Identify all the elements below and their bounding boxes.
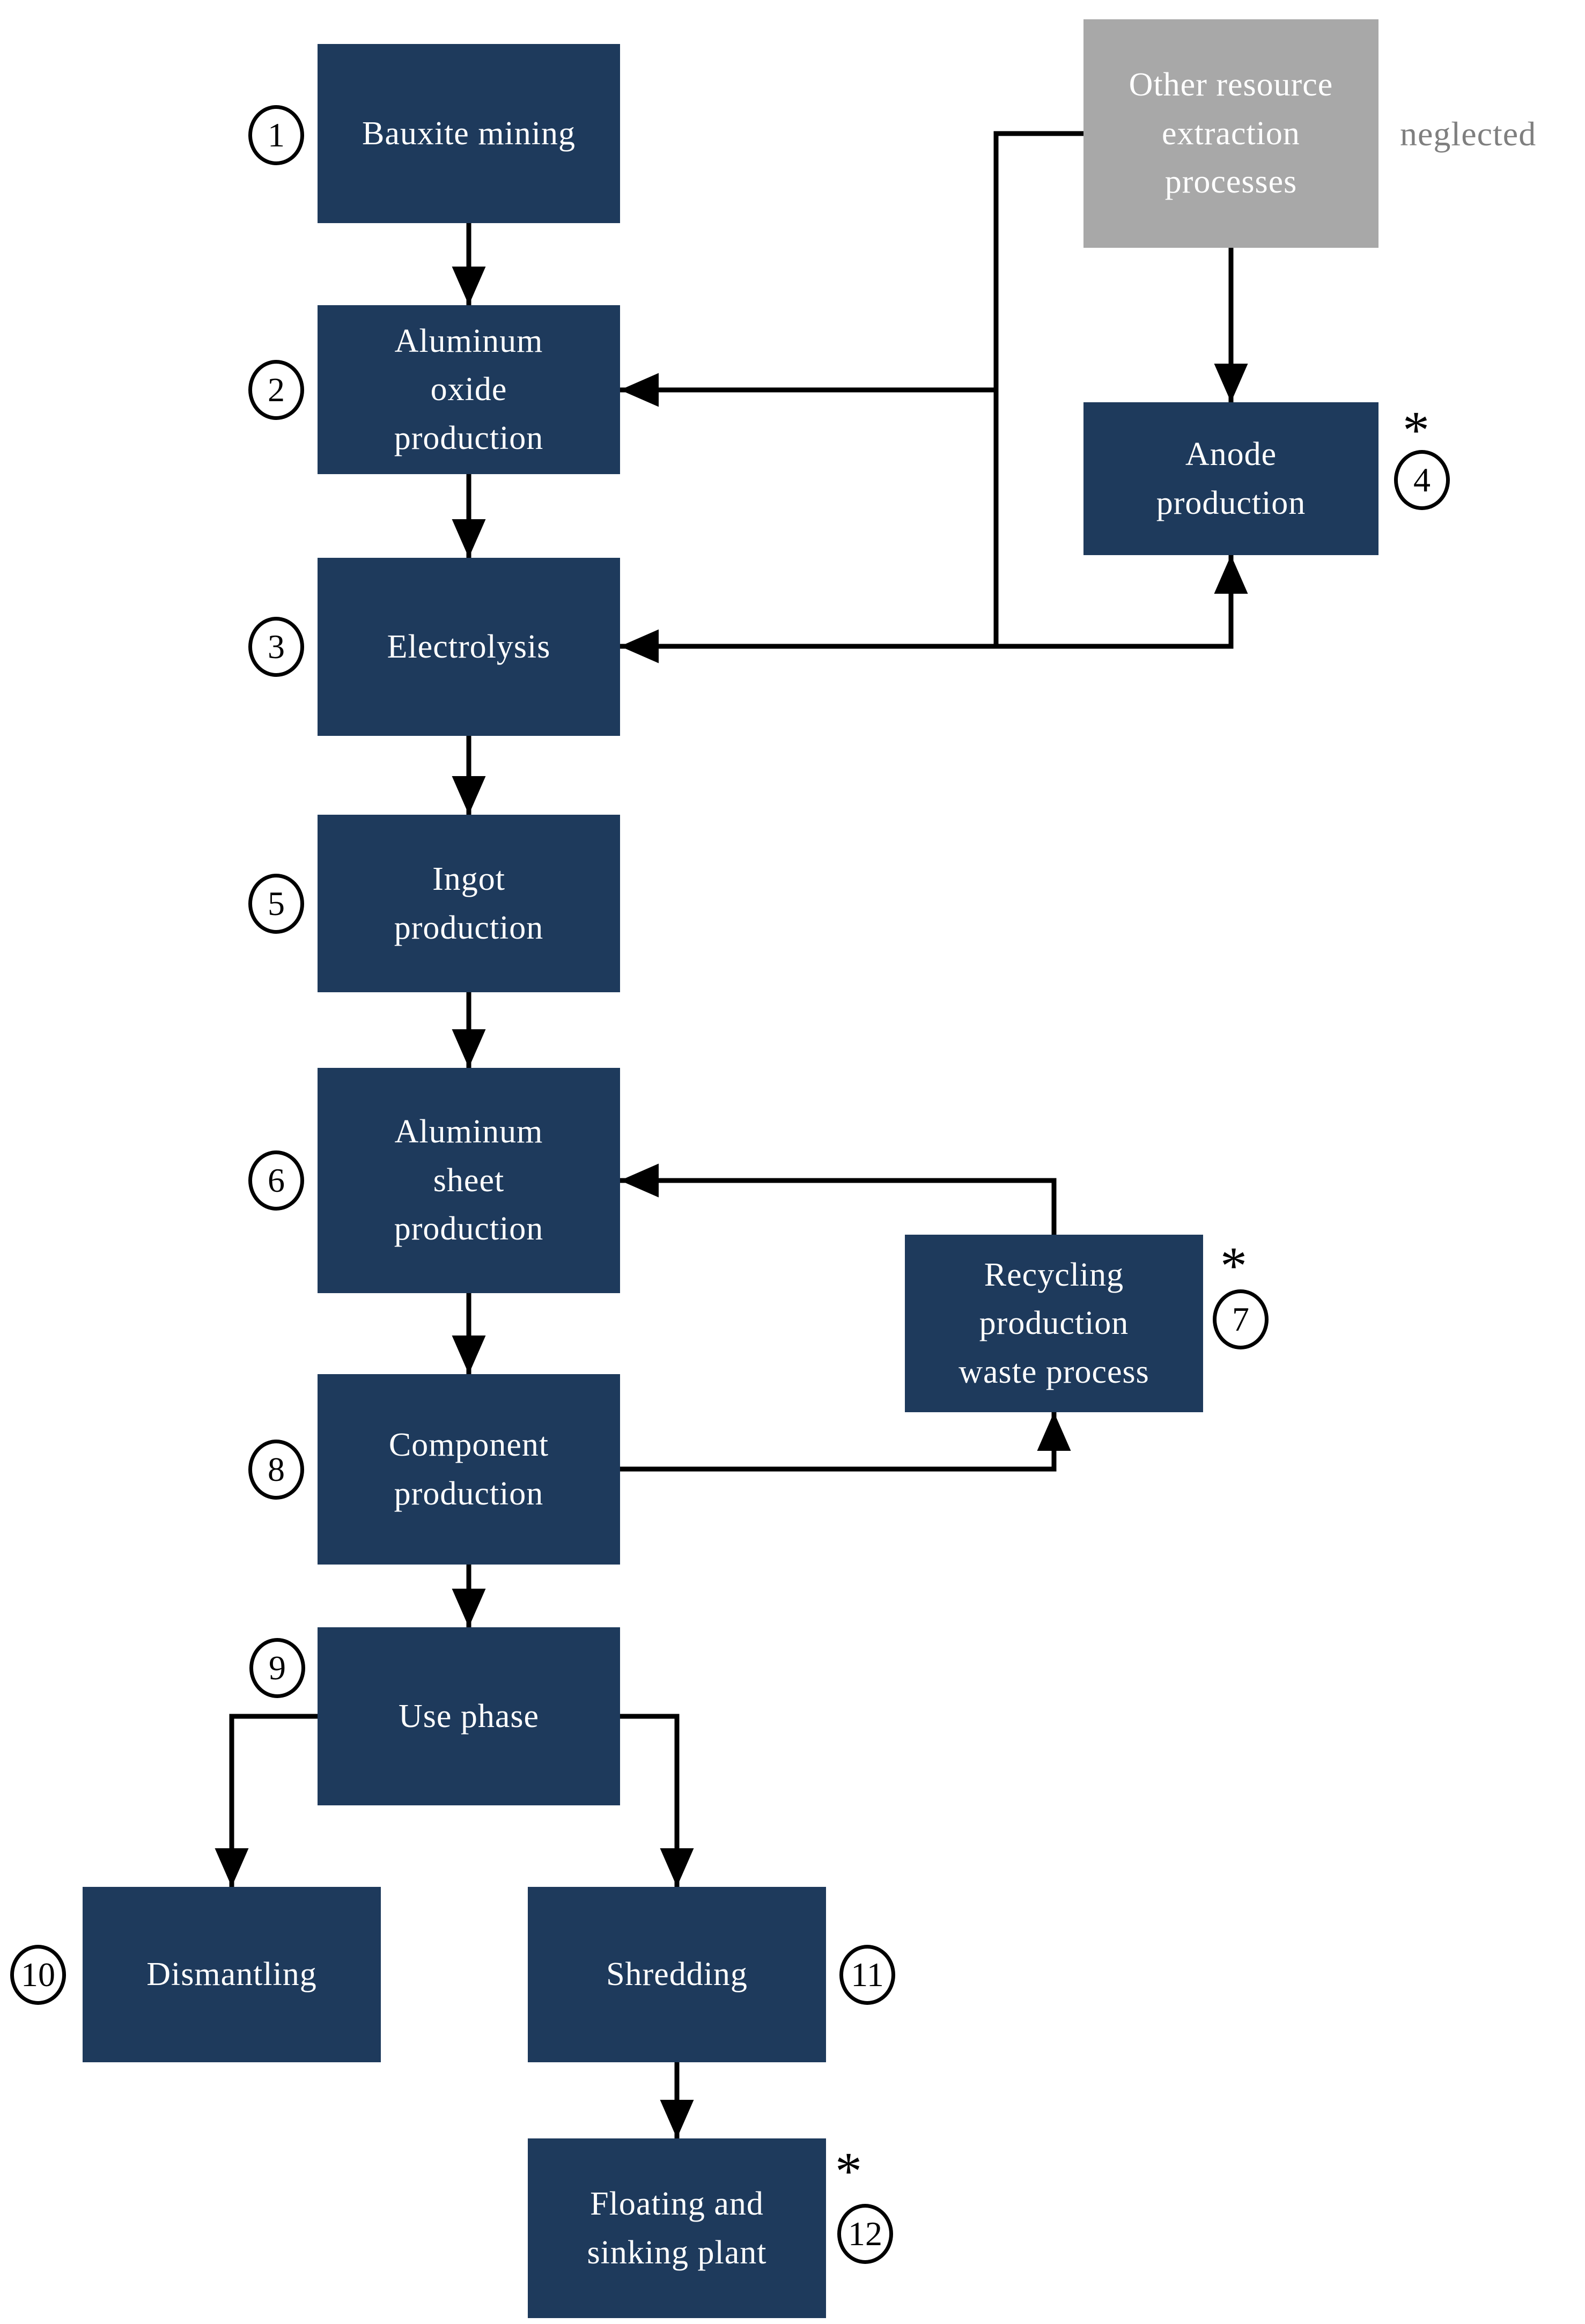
- step-circle-12: 12: [837, 2204, 893, 2264]
- step-number-5: 5: [268, 884, 285, 923]
- node-component-production: Component production: [318, 1374, 620, 1565]
- arrow-trunk-to-anode-bottom: [993, 552, 1248, 649]
- step-circle-8: 8: [248, 1440, 304, 1500]
- node-use-phase: Use phase: [318, 1627, 620, 1805]
- step-number-9: 9: [269, 1649, 286, 1687]
- step-number-7: 7: [1232, 1300, 1249, 1338]
- neglected-note: neglected: [1400, 115, 1537, 153]
- arrow-recycling-to-sheet: [617, 1163, 1057, 1237]
- node-aluminum-sheet-production: Aluminum sheet production: [318, 1068, 620, 1293]
- step-number-4: 4: [1413, 461, 1431, 499]
- step-circle-6: 6: [248, 1150, 304, 1211]
- node-label-recycling-production-waste-process: Recycling production waste process: [959, 1256, 1149, 1390]
- node-aluminum-oxide-production: Aluminum oxide production: [318, 305, 620, 474]
- step-circle-1: 1: [248, 105, 304, 165]
- node-recycling-production-waste-process: Recycling production waste process: [905, 1235, 1203, 1412]
- step-number-1: 1: [268, 116, 285, 154]
- node-floating-and-sinking-plant: Floating and sinking plant: [528, 2138, 826, 2318]
- node-label-dismantling: Dismantling: [146, 1956, 317, 1993]
- node-ingot-production: Ingot production: [318, 815, 620, 992]
- step-number-8: 8: [268, 1450, 285, 1488]
- node-label-shredding: Shredding: [606, 1956, 748, 1993]
- node-label-ingot-production: Ingot production: [394, 860, 544, 946]
- step-number-11: 11: [851, 1956, 884, 1994]
- arrow-use-to-shredding: [617, 1714, 694, 1890]
- step-circle-2: 2: [248, 360, 304, 420]
- asterisk-anode: *: [1403, 400, 1429, 460]
- step-circle-5: 5: [248, 874, 304, 934]
- step-circle-7: 7: [1213, 1289, 1269, 1349]
- step-number-2: 2: [268, 371, 285, 409]
- node-label-aluminum-sheet-production: Aluminum sheet production: [394, 1113, 544, 1248]
- arrow-component-to-recycling: [617, 1410, 1071, 1472]
- step-circle-10: 10: [10, 1945, 66, 2005]
- node-electrolysis: Electrolysis: [318, 558, 620, 736]
- step-circle-9: 9: [249, 1638, 305, 1698]
- node-dismantling: Dismantling: [83, 1887, 381, 2062]
- node-label-other-resource-extraction-processes: Other resource extraction processes: [1129, 67, 1333, 201]
- node-anode-production: Anode production: [1083, 402, 1378, 555]
- node-shredding: Shredding: [528, 1887, 826, 2062]
- step-circle-3: 3: [248, 617, 304, 677]
- step-circle-11: 11: [839, 1945, 895, 2005]
- asterisk-floating-sinking: *: [835, 2141, 862, 2201]
- node-other-resource-extraction-processes: Other resource extraction processes: [1083, 19, 1378, 248]
- node-label-anode-production: Anode production: [1156, 436, 1306, 521]
- node-label-aluminum-oxide-production: Aluminum oxide production: [394, 322, 544, 456]
- node-label-electrolysis: Electrolysis: [387, 628, 551, 665]
- step-number-12: 12: [848, 2215, 882, 2253]
- node-label-use-phase: Use phase: [398, 1698, 540, 1735]
- step-circle-4: 4: [1394, 450, 1450, 510]
- node-bauxite-mining: Bauxite mining: [318, 44, 620, 223]
- step-number-6: 6: [268, 1161, 285, 1199]
- step-number-3: 3: [268, 628, 285, 666]
- arrow-use-to-dismantling: [215, 1714, 320, 1890]
- node-label-component-production: Component production: [388, 1426, 549, 1512]
- node-label-bauxite-mining: Bauxite mining: [362, 115, 576, 152]
- line-other-to-trunk: [993, 131, 1086, 649]
- asterisk-recycling: *: [1220, 1236, 1247, 1295]
- node-label-floating-and-sinking-plant: Floating and sinking plant: [587, 2185, 767, 2271]
- step-number-10: 10: [21, 1956, 55, 1994]
